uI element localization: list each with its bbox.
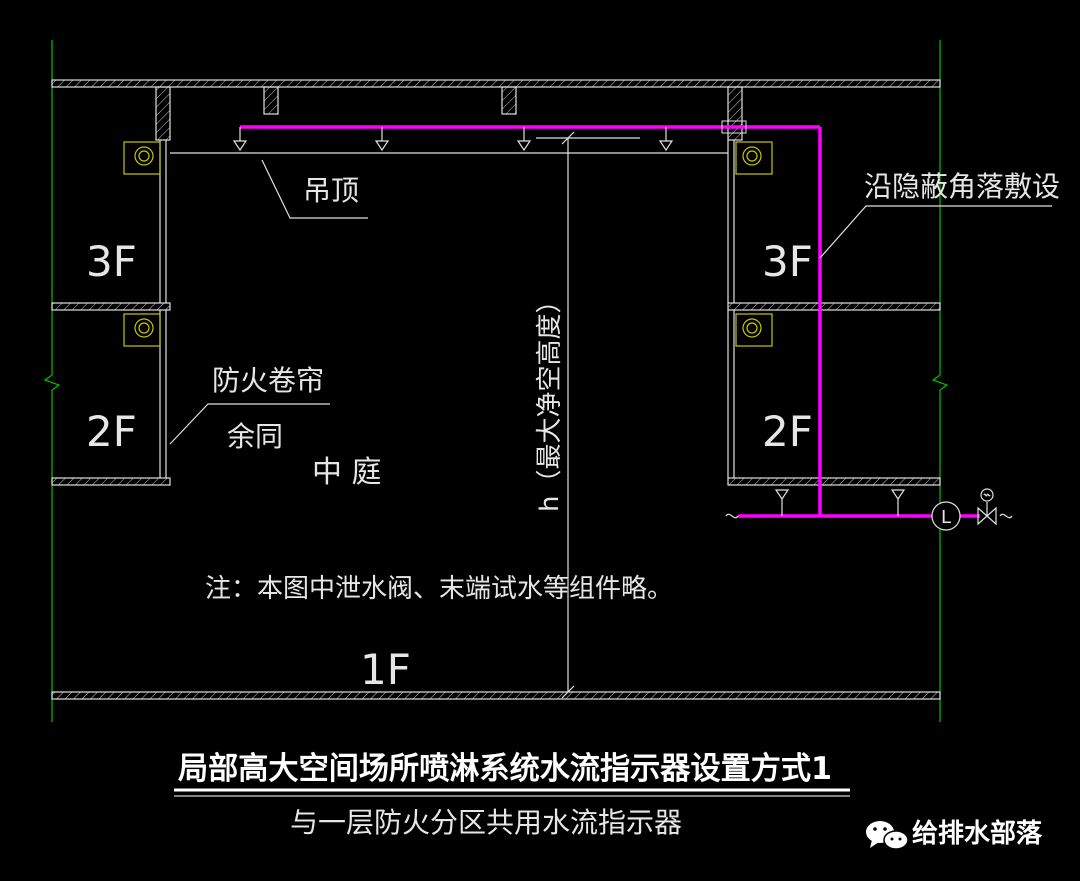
sprinkler-head-icon: [374, 127, 390, 152]
pendent-sprinklers: [232, 127, 674, 152]
shutter-box: [735, 141, 773, 175]
beam-right: [727, 86, 743, 141]
break-mark: [999, 513, 1013, 519]
floor-slabs: [51, 79, 941, 700]
left-2f-slab: [51, 477, 171, 486]
beam-center-2: [501, 86, 517, 115]
signal-valve-icon: [977, 488, 997, 526]
sprinkler-pipe: [240, 125, 980, 518]
pipe-sleeve: [721, 120, 747, 134]
sprinkler-head-icon: [516, 127, 532, 152]
flow-indicator: L: [931, 501, 961, 531]
beam-left: [155, 86, 171, 141]
floor-label-right-2f: 2F: [762, 407, 813, 456]
upright-sprinklers: [774, 489, 906, 516]
beam-center-1: [263, 86, 279, 115]
height-dimension: [536, 131, 640, 699]
left-3f-slab: [51, 302, 171, 311]
sprinkler-head-icon: [890, 489, 906, 516]
atrium-label: 中 庭: [312, 455, 382, 490]
sprinkler-head-icon: [658, 127, 674, 152]
floor-label-left-3f: 3F: [86, 237, 137, 286]
max-height-label: h（最大净空高度）: [535, 288, 565, 512]
shutter-box: [123, 313, 161, 347]
concealed-routing-label: 沿隐蔽角落敷设: [864, 170, 1060, 203]
floor-label-left-2f: 2F: [86, 407, 137, 456]
grid-axis-lines: [43, 40, 949, 722]
diagram-subtitle: 与一层防火分区共用水流指示器: [290, 806, 682, 839]
wechat-icon: [866, 821, 909, 850]
break-mark: [725, 513, 739, 519]
floor-label-right-3f: 3F: [762, 237, 813, 286]
sprinkler-head-icon: [774, 489, 790, 516]
diagram-title: 局部高大空间场所喷淋系统水流指示器设置方式1: [178, 751, 832, 787]
roof-slab: [51, 79, 941, 88]
watermark-text: 给排水部落: [912, 818, 1043, 849]
right-3f-slab: [727, 302, 941, 311]
sprinkler-head-icon: [232, 127, 248, 152]
ceiling-label: 吊顶: [303, 174, 359, 207]
right-2f-slab: [727, 477, 941, 486]
shutter-box: [735, 313, 773, 347]
leader-lines: [169, 159, 1052, 445]
shutter-box: [123, 141, 161, 175]
ground-slab: [51, 691, 941, 700]
floor-label-1f: 1F: [360, 645, 411, 694]
others-same-label: 余同: [227, 420, 283, 453]
flow-indicator-label: L: [941, 507, 951, 528]
note-text: 注：本图中泄水阀、末端试水等组件略。: [205, 574, 673, 604]
fire-shutter-label: 防火卷帘: [212, 364, 324, 397]
atrium-edges: [159, 140, 735, 478]
